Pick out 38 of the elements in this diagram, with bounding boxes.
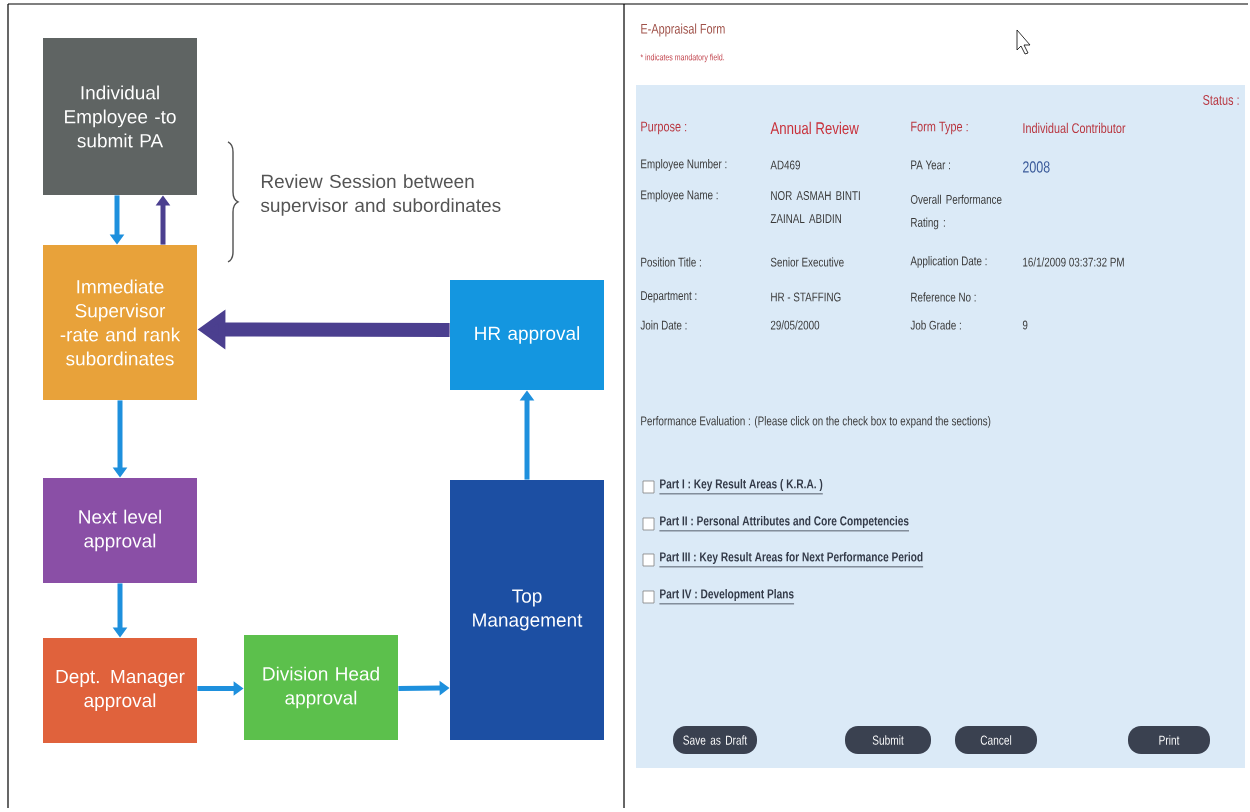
field-text: Job Grade : <box>910 320 961 330</box>
link: Part III : Key Result Areas for Next Performance Period <box>659 551 924 568</box>
field-text: Position Title : <box>641 257 701 267</box>
form-title: E-Appraisal Form <box>641 23 725 37</box>
field-text: Department : <box>641 291 697 303</box>
process-box: Division Head approval <box>244 635 398 740</box>
process-box: Top Management <box>450 480 604 740</box>
field-text: AD469 <box>770 160 800 170</box>
field-text: Senior Executive <box>770 257 844 267</box>
field-value: Annual Review <box>770 121 859 135</box>
process-box: Immediate Supervisor -rate and rank subordinates <box>43 245 197 400</box>
field-text: Performance Evaluation : (Please click on the check box to expand the sections) <box>641 416 991 428</box>
link: Part II : Personal Attributes and Core Competencies <box>659 515 910 532</box>
process-box: Individual Employee -to submit PA <box>43 38 197 195</box>
field-label: Form Type : <box>911 121 968 135</box>
field-text: 29/05/2000 <box>770 320 820 330</box>
field-text: Employee Number : <box>641 159 727 171</box>
process-box: Dept. Manager approval <box>43 638 197 743</box>
field-value: 2008 <box>1023 161 1050 173</box>
field-text: Reference No : <box>911 292 976 302</box>
process-box: HR approval <box>450 280 604 390</box>
link: Part I : Key Result Areas ( K.R.A. ) <box>659 478 824 495</box>
link: Part IV : Development Plans <box>659 588 795 605</box>
field-text: Employee Name : <box>641 190 718 202</box>
field-text: Overall Performance Rating : <box>910 194 1002 230</box>
field-label: Purpose : <box>641 121 687 135</box>
field-text: Join Date : <box>640 320 687 330</box>
field-text: PA Year : <box>911 160 950 170</box>
field-text: 16/1/2009 03:37:32 PM <box>1023 257 1124 267</box>
field-text: NOR ASMAH BINTI ZAINAL ABIDIN <box>770 191 860 223</box>
field-label: Status : <box>1203 95 1239 105</box>
field-text: HR - STAFFING <box>771 292 841 302</box>
field-text: 9 <box>1022 320 1028 330</box>
field-text: Application Date : <box>910 256 987 268</box>
field-label: Individual Contributor <box>1023 122 1126 134</box>
annotation-text: Review Session between supervisor and subordinates <box>260 174 501 216</box>
process-box: Next level approval <box>43 478 197 583</box>
note-text: * indicates mandatory field. <box>640 53 725 63</box>
